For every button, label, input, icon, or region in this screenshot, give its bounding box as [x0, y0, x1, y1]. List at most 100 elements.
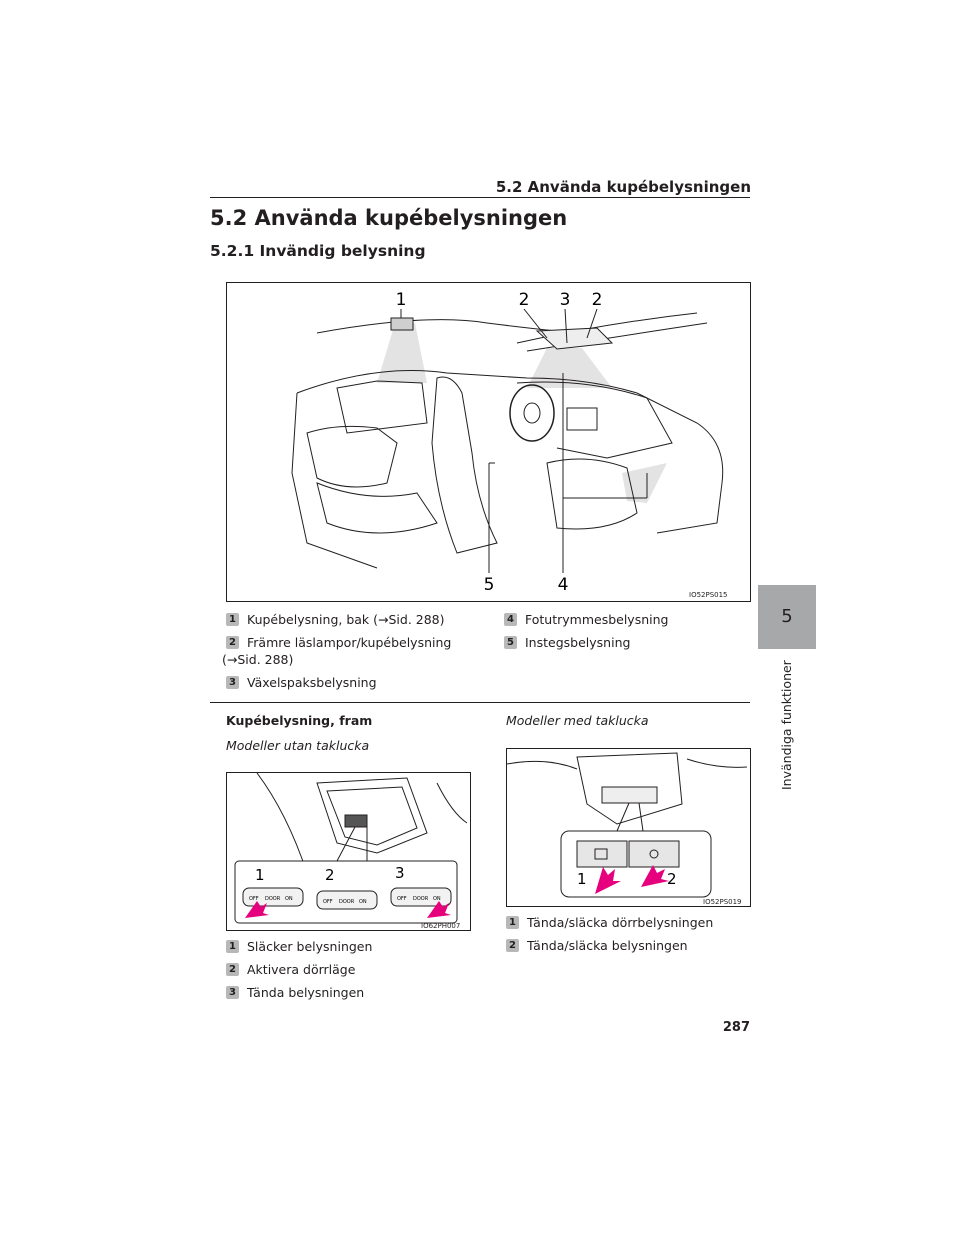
- legend-right: 4 Fotutrymmesbelysning 5 Instegsbelysnin…: [504, 611, 749, 651]
- legend-item: 3 Växelspaksbelysning: [226, 674, 486, 691]
- switch-figure-without-sunroof: OFF DOOR ON OFF DOOR ON OFF DOOR ON 1 2 …: [226, 772, 471, 931]
- legend-text: Tända/släcka belysningen: [527, 938, 688, 953]
- figure-code: IO52PS015: [689, 591, 728, 599]
- legend-text: Kupébelysning, bak (→Sid. 288): [247, 612, 445, 627]
- legend-item: 1 Kupébelysning, bak (→Sid. 288): [226, 611, 486, 628]
- switch-on-position: [390, 887, 452, 907]
- legend-number: 4: [504, 613, 517, 626]
- front-lighting-title: Kupébelysning, fram: [226, 713, 373, 728]
- interior-lighting-figure: 1 2 3 2 5 4 IO52PS015: [226, 282, 751, 602]
- dashboard: [516, 381, 673, 459]
- driver-seat: [431, 376, 498, 554]
- without-sunroof-label: Modeller utan taklucka: [226, 738, 370, 753]
- figure-code: IO62PH007: [421, 922, 460, 930]
- switch-label-on: ON: [285, 896, 293, 902]
- legend-number: 2: [226, 963, 239, 976]
- section-separator: [210, 702, 750, 703]
- legend-number: 1: [506, 916, 519, 929]
- chapter-label: Invändiga funktioner: [757, 660, 817, 790]
- legend-text: Fotutrymmesbelysning: [525, 612, 669, 627]
- figure-code: IO52PS019: [703, 898, 742, 906]
- callout-4: 4: [558, 575, 569, 595]
- section-title: 5.2 Använda kupébelysningen: [210, 206, 568, 230]
- legend-number: 2: [506, 939, 519, 952]
- switch-label-door: DOOR: [413, 896, 429, 902]
- lamp-switch-icon: [344, 814, 368, 828]
- legend-item: 1 Tända/släcka dörrbelysningen: [506, 914, 749, 931]
- legend-number: 2: [226, 636, 239, 649]
- legend-number: 3: [226, 986, 239, 999]
- car-interior-illustration: 1 2 3 2 5 4 IO52PS015: [291, 290, 728, 599]
- door-switch-button: [576, 840, 628, 868]
- chapter-label-text: Invändiga funktioner: [779, 660, 794, 790]
- callout-3: 3: [560, 290, 571, 310]
- press-arrow-icon: [641, 865, 669, 887]
- callout-1: 1: [577, 870, 587, 888]
- rear-light-beam: [377, 323, 427, 383]
- passenger-seat: [546, 458, 638, 530]
- press-arrow-icon: [427, 901, 451, 918]
- callout-2: 2: [667, 870, 677, 888]
- legend-left: 1 Kupébelysning, bak (→Sid. 288) 2 Främr…: [222, 611, 486, 691]
- subsection-title: 5.2.1 Invändig belysning: [210, 242, 426, 260]
- rear-seat: [306, 425, 398, 488]
- switch-door-position: [316, 890, 378, 910]
- switch-label-off: OFF: [249, 896, 259, 902]
- center-display-icon: [566, 407, 598, 431]
- chapter-tab: 5: [758, 585, 816, 649]
- legend-number: 1: [226, 613, 239, 626]
- press-arrow-icon: [245, 901, 269, 918]
- console-outline: [576, 752, 683, 825]
- legend-item: 1 Släcker belysningen: [226, 938, 469, 955]
- legend-text: Främre läslampor/kupébelysning: [247, 635, 452, 650]
- header-rule: [210, 197, 750, 198]
- rear-door-panel: [336, 380, 428, 434]
- callout-2a: 2: [519, 290, 530, 310]
- legend-number: 1: [226, 940, 239, 953]
- light-switch-button: [628, 840, 680, 868]
- switch-label-off: OFF: [397, 896, 407, 902]
- console-switch-icon: [601, 786, 658, 804]
- legend-item: 2 Aktivera dörrläge: [226, 961, 469, 978]
- legend-item: 2 Främre läslampor/kupébelysning: [226, 634, 486, 651]
- legend-number: 5: [504, 636, 517, 649]
- console-outline: [316, 777, 428, 854]
- with-sunroof-legend: 1 Tända/släcka dörrbelysningen 2 Tända/s…: [506, 914, 749, 954]
- callout-2b: 2: [592, 290, 603, 310]
- legend-text: Släcker belysningen: [247, 939, 373, 954]
- switch-label-on: ON: [433, 896, 441, 902]
- legend-text: Instegsbelysning: [525, 635, 631, 650]
- switch-label-off: OFF: [323, 899, 333, 905]
- legend-text-continued: (→Sid. 288): [222, 652, 294, 667]
- legend-text: Tända/släcka dörrbelysningen: [527, 915, 714, 930]
- running-header: 5.2 Använda kupébelysningen: [495, 178, 751, 196]
- with-sunroof-label: Modeller med taklucka: [506, 713, 649, 728]
- without-sunroof-legend: 1 Släcker belysningen 2 Aktivera dörrläg…: [226, 938, 469, 1001]
- legend-text: Tända belysningen: [247, 985, 365, 1000]
- legend-number: 3: [226, 676, 239, 689]
- steering-wheel-icon: [509, 384, 555, 442]
- legend-text: Aktivera dörrläge: [247, 962, 356, 977]
- switch-label-door: DOOR: [339, 899, 355, 905]
- callout-1: 1: [396, 290, 407, 310]
- callout-2: 2: [325, 866, 335, 884]
- legend-text: Växelspaksbelysning: [247, 675, 377, 690]
- front-console-icon: [535, 327, 614, 350]
- callout-5: 5: [484, 575, 495, 595]
- footwell-light-beam: [622, 463, 667, 503]
- legend-item: 4 Fotutrymmesbelysning: [504, 611, 749, 628]
- lamp-icon: [649, 849, 659, 859]
- legend-item: 5 Instegsbelysning: [504, 634, 749, 651]
- callout-1: 1: [255, 866, 265, 884]
- switch-figure-with-sunroof: 1 2 IO52PS019: [506, 748, 751, 907]
- switch-label-door: DOOR: [265, 896, 281, 902]
- door-icon: [594, 848, 608, 860]
- legend-item: 2 Tända/släcka belysningen: [506, 937, 749, 954]
- rear-lamp-icon: [390, 317, 414, 331]
- press-arrow-icon: [595, 867, 621, 894]
- switch-off-position: [242, 887, 304, 907]
- callout-3: 3: [395, 864, 405, 882]
- legend-item: 3 Tända belysningen: [226, 984, 469, 1001]
- switch-label-on: ON: [359, 899, 367, 905]
- page-number: 287: [722, 1020, 750, 1035]
